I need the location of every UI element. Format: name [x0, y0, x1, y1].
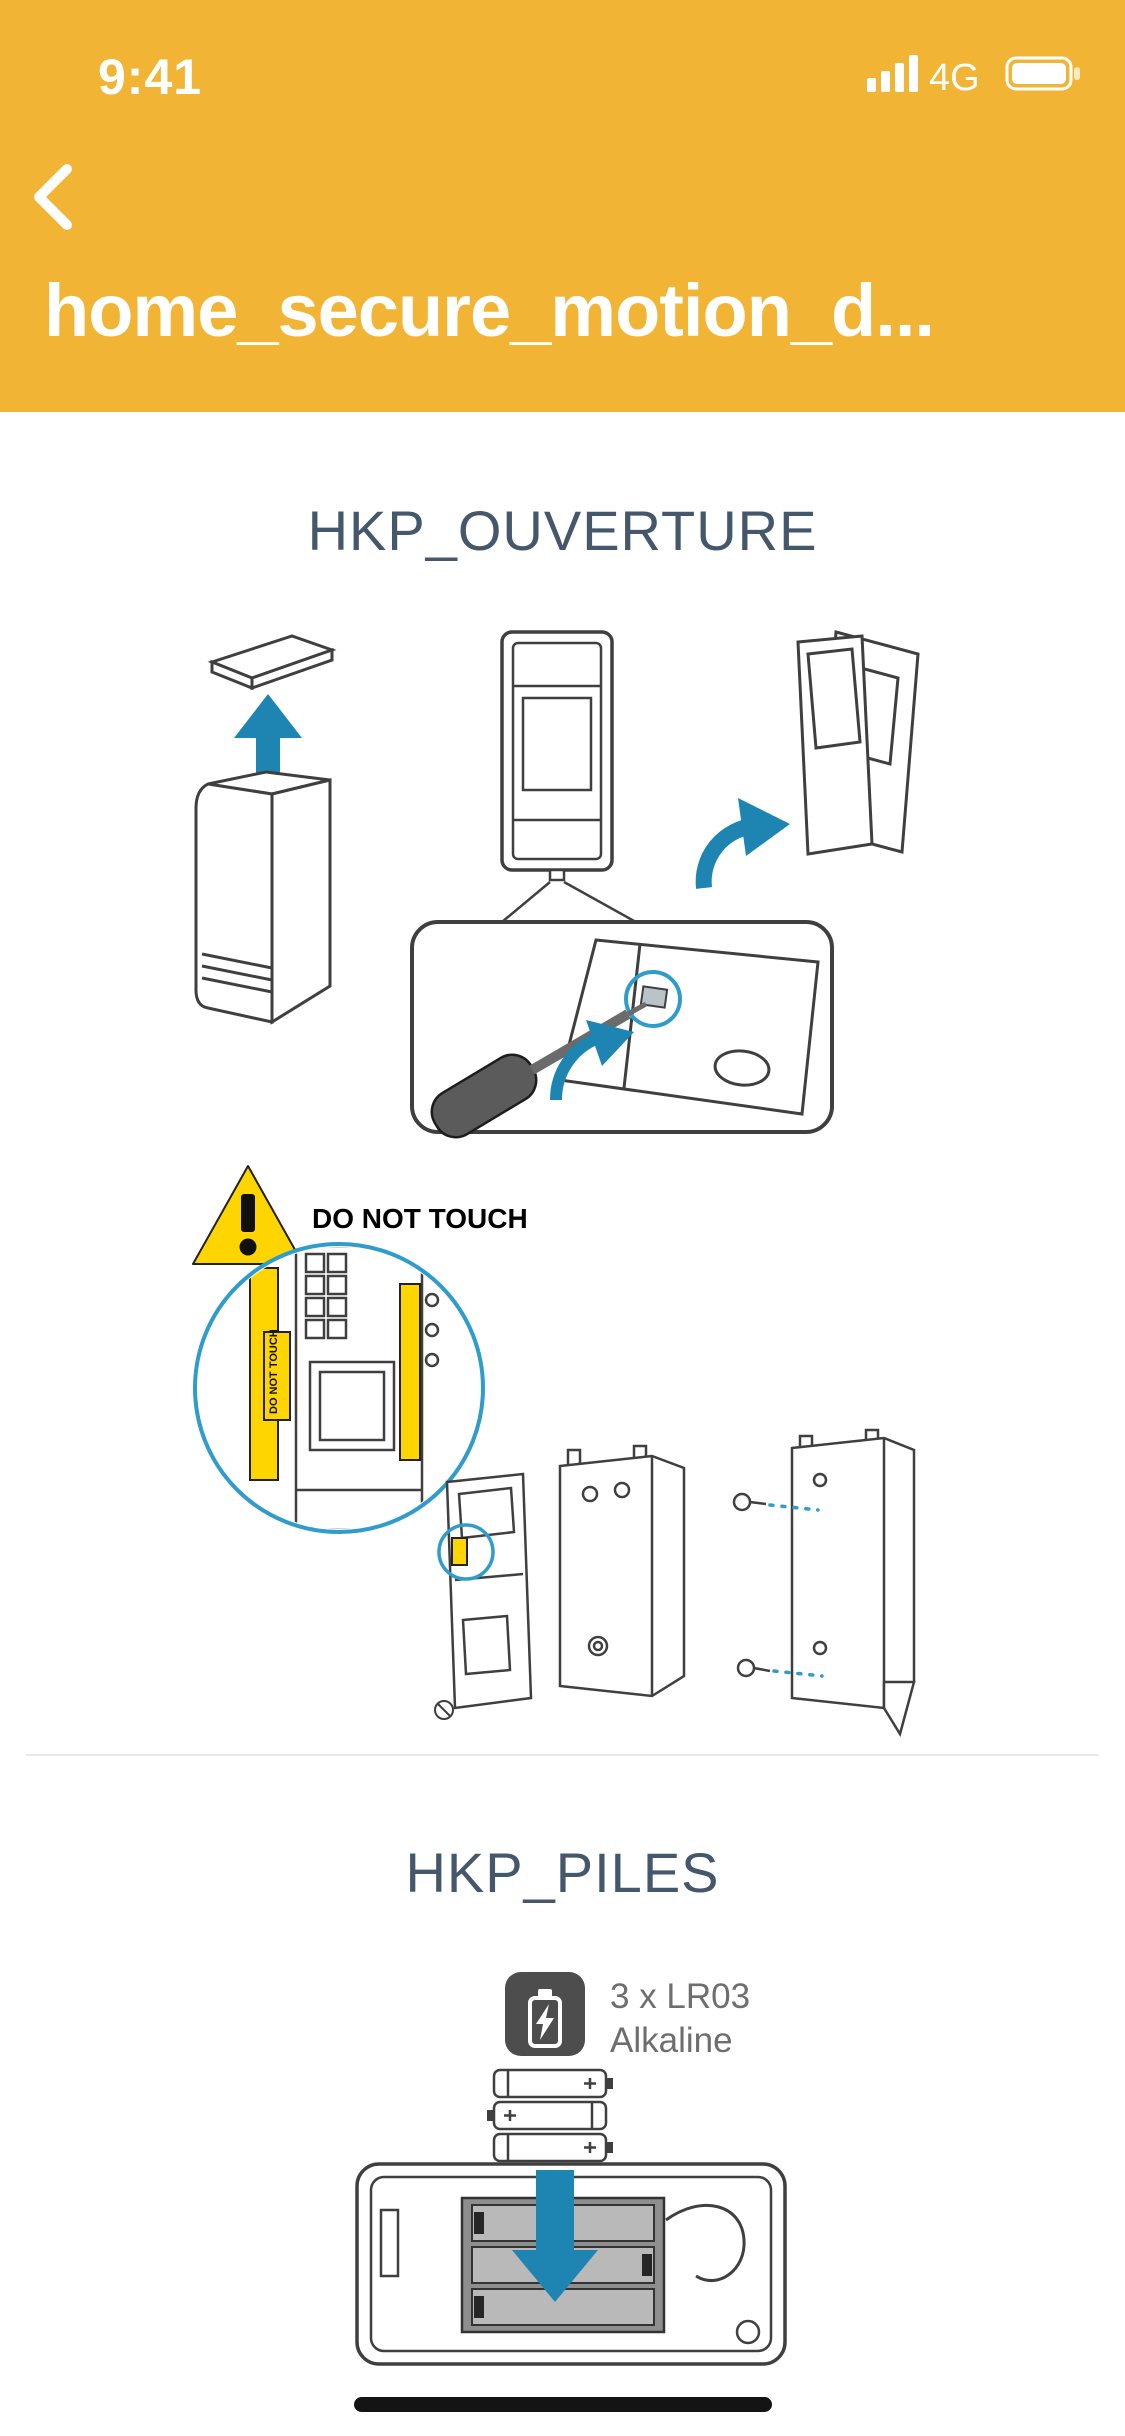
mounting-screws — [732, 1492, 824, 1678]
section-heading-piles: HKP_PILES — [405, 1841, 720, 1904]
page-title: home_secure_motion_d... — [44, 269, 935, 352]
diagram-remove-cap — [194, 634, 337, 1025]
magnified-interior: DO NOT TOUCH — [193, 1242, 485, 1534]
manual-scroll-area[interactable]: HKP_OUVERTURE — [0, 412, 1125, 2436]
battery-type-label: Alkaline — [610, 2021, 733, 2060]
warning-triangle-icon — [192, 1165, 304, 1265]
battery-full-icon — [1005, 56, 1080, 91]
battery-quantity-label: 3 x LR03 — [610, 1977, 750, 2016]
network-label: 4G — [929, 57, 980, 96]
arrow-down-icon — [512, 2170, 598, 2302]
do-not-touch-label: DO NOT TOUCH — [312, 1203, 528, 1234]
battery-bolt-icon — [528, 1989, 562, 2048]
highlight-circle — [437, 1523, 495, 1581]
back-button[interactable] — [18, 156, 94, 240]
home-indicator[interactable] — [353, 2397, 772, 2412]
section-heading-ouverture: HKP_OUVERTURE — [307, 499, 818, 562]
arrow-up-icon — [234, 694, 302, 774]
figure-do-not-touch: DO NOT TOUCH — [192, 1165, 916, 1738]
status-time: 9:41 — [98, 49, 203, 105]
app-header: 9:41 4G home_secure_motion_d... — [0, 0, 1125, 412]
figure-opening-steps — [194, 630, 920, 1139]
aaa-batteries — [487, 2068, 613, 2163]
screw-icon — [434, 1700, 454, 1720]
arrow-unscrew-icon — [549, 1032, 601, 1101]
section-divider — [26, 1754, 1099, 1756]
exploded-view — [434, 1428, 916, 1738]
diagram-open-cover — [695, 630, 920, 889]
diagram-zoom-screw — [410, 920, 834, 1139]
cellular-signal-icon — [867, 55, 918, 92]
chevron-left-icon — [34, 163, 72, 230]
status-icons: 4G — [867, 55, 1080, 96]
battery-spec: 3 x LR03 Alkaline — [505, 1972, 750, 2060]
do-not-touch-tag: DO NOT TOUCH — [268, 1329, 280, 1414]
figure-batteries: 3 x LR03 Alkaline — [355, 1972, 787, 2366]
diagram-front-view — [500, 630, 637, 924]
